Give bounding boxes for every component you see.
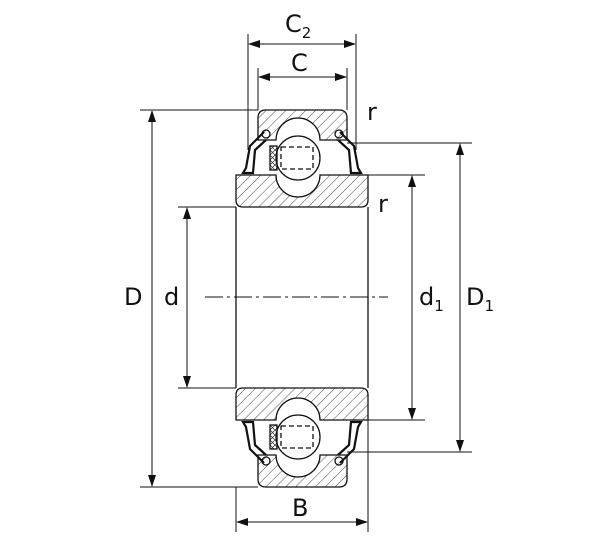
inner-ring-bottom xyxy=(235,387,369,421)
inner-ring-top xyxy=(235,174,369,208)
seal-left-bottom xyxy=(241,420,267,464)
seal-left-top xyxy=(241,131,267,175)
cage-bottom xyxy=(280,425,314,449)
label-C: C xyxy=(291,49,308,77)
cage-top xyxy=(280,146,314,170)
label-C2: C2 xyxy=(285,10,311,42)
cage-side-top xyxy=(269,145,278,171)
outer-ring-top xyxy=(257,109,348,141)
dimension-lines xyxy=(140,34,472,532)
label-D: D xyxy=(124,283,142,311)
label-r-top: r xyxy=(367,98,377,126)
label-d: d xyxy=(164,283,179,311)
bearing-section xyxy=(235,109,369,488)
label-B: B xyxy=(292,494,308,522)
label-d1: d1 xyxy=(419,283,444,315)
label-r-inner: r xyxy=(378,190,388,218)
seal-right-bottom xyxy=(337,420,363,464)
outer-ring-bottom xyxy=(257,454,348,488)
dimension-labels: C2 C r r D d d1 D1 B xyxy=(124,10,494,522)
cage-side-bottom xyxy=(269,424,278,450)
label-D1: D1 xyxy=(466,283,494,315)
seal-right-top xyxy=(337,131,363,175)
